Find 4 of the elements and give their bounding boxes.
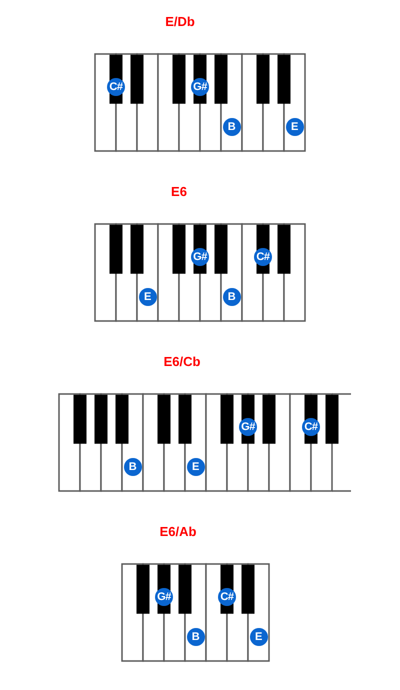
chord-title: E6/Ab	[160, 524, 196, 539]
chord-title: E/Db	[165, 14, 195, 29]
chord-title: E6/Cb	[164, 354, 200, 369]
chord-title: E6	[171, 184, 187, 199]
